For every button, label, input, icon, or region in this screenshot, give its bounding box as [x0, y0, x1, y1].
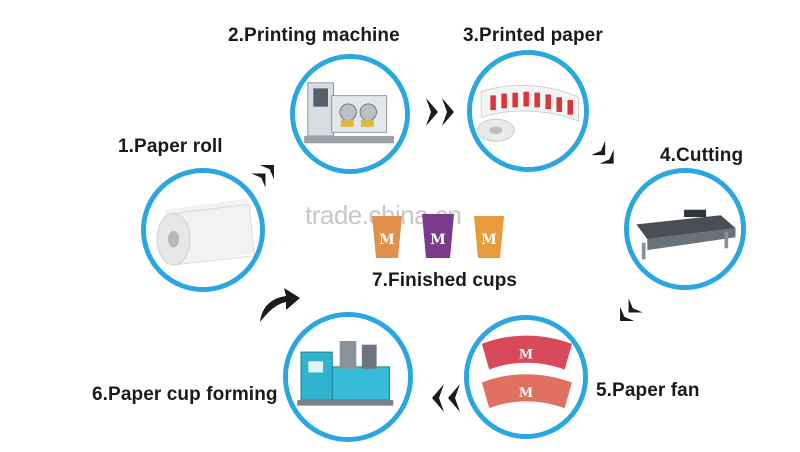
double-chevron-arrow-icon [591, 141, 614, 164]
svg-text:M: M [519, 386, 533, 401]
step-6-label: 6.Paper cup forming [92, 384, 278, 405]
cup-forming-machine-image [283, 312, 413, 442]
svg-text:M: M [519, 348, 533, 363]
step-2-label: 2.Printing machine [228, 25, 400, 46]
printing-machine-image [290, 54, 410, 174]
curved-arrow-icon [260, 288, 300, 322]
svg-text:M: M [481, 232, 497, 248]
step-4-label: 4.Cutting [660, 145, 744, 166]
double-chevron-arrow-icon [620, 298, 643, 321]
cutting-machine-image [624, 168, 746, 290]
paper-roll-image [141, 168, 265, 292]
step-5-label: 5.Paper fan [596, 380, 700, 401]
double-chevron-arrow-icon [426, 98, 454, 126]
finished-cups-image: M M M [372, 214, 504, 258]
step-7-label: 7.Finished cups [372, 270, 518, 291]
double-chevron-arrow-icon [251, 165, 274, 188]
paper-fan-image: M M [464, 315, 588, 439]
svg-text:M: M [430, 232, 446, 248]
double-chevron-arrow-icon [432, 384, 460, 412]
printed-paper-image [467, 50, 589, 172]
step-3-label: 3.Printed paper [463, 25, 603, 46]
step-1-label: 1.Paper roll [118, 136, 223, 157]
svg-text:M: M [379, 232, 395, 248]
